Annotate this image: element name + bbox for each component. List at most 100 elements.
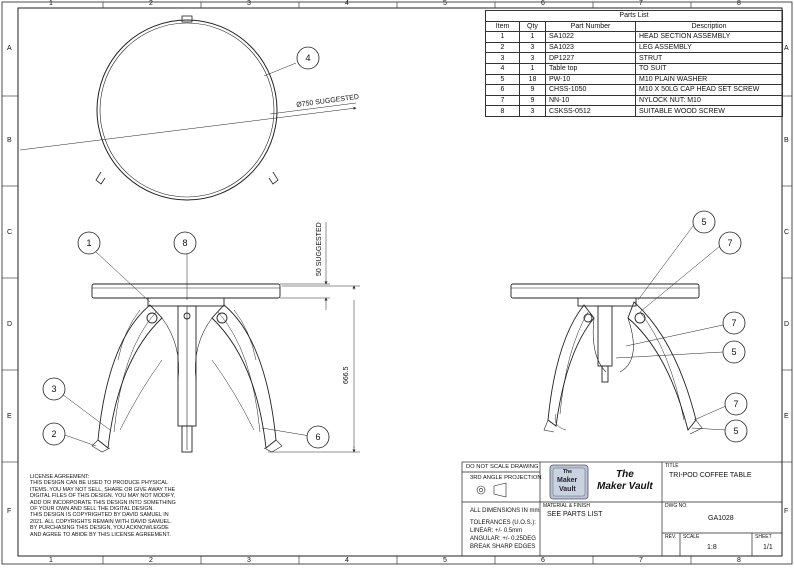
- dwg-no-label: DWG NO.: [665, 503, 688, 509]
- col-label-7: 7: [639, 0, 643, 7]
- col-label-3: 3: [247, 0, 251, 7]
- header-item: Item: [485, 20, 520, 33]
- plan-view: [19, 15, 357, 201]
- cell-desc: NYLOCK NUT: M10: [635, 94, 783, 107]
- row-label-e: E: [7, 413, 12, 420]
- top-thickness-dimension: 50 SUGGESTED: [316, 222, 323, 276]
- cell-desc: HEAD SECTION ASSEMBLY: [635, 31, 783, 43]
- material-label: MATERIAL & FINISH: [543, 503, 590, 509]
- title-label: TITLE: [665, 463, 679, 469]
- license-line: BY PURCHASING THIS DESIGN, YOU ACKNOWLEG…: [30, 525, 169, 532]
- col-label-8: 8: [737, 0, 741, 7]
- col-label-5-bottom: 5: [443, 557, 447, 564]
- balloon-side-5c: 5: [733, 426, 739, 436]
- cell-desc: M10 X 50LG CAP HEAD SET SCREW: [635, 84, 783, 96]
- linear-tolerance: LINEAR: +/- 0.5mm: [470, 528, 523, 534]
- cell-item: 8: [485, 105, 520, 117]
- cell-qty: 1: [519, 31, 546, 43]
- header-part-number: Part Number: [545, 20, 636, 33]
- balloon-front-2: 2: [51, 429, 57, 439]
- cell-qty: 1: [519, 62, 546, 75]
- cell-part: Table top: [545, 62, 636, 75]
- balloon-front-3: 3: [51, 384, 57, 394]
- balloon-front-1: 1: [86, 238, 92, 248]
- cell-qty: 3: [519, 52, 546, 64]
- cell-qty: 18: [519, 73, 546, 86]
- parts-list-header-row: Item Qty Part Number Description: [485, 20, 783, 33]
- cell-part: CSKSS-0512: [545, 105, 636, 117]
- license-line: OF YOUR OWN AND SELL THE DIGITAL DESIGN.: [30, 506, 154, 513]
- angular-tolerance: ANGULAR: +/- 0.25DEG: [470, 536, 536, 542]
- cell-item: 2: [485, 41, 520, 54]
- sheet-label: SHEET: [755, 534, 772, 540]
- header-qty: Qty: [519, 20, 546, 33]
- col-label-4: 4: [345, 0, 349, 7]
- sheet-value: 1/1: [763, 544, 773, 551]
- row-label-f-right: F: [784, 508, 789, 515]
- projection-symbol-icon: [476, 482, 507, 498]
- cell-qty: 9: [519, 94, 546, 107]
- col-label-3-bottom: 3: [247, 557, 251, 564]
- row-label-a-right: A: [784, 45, 789, 52]
- license-agreement: LICENSE AGREEMENT: THIS DESIGN CAN BE US…: [30, 474, 230, 538]
- cell-desc: TO SUIT: [635, 62, 783, 75]
- company-name-maker-vault: Maker Vault: [597, 481, 653, 492]
- parts-list-table: Parts List Item Qty Part Number Descript…: [485, 10, 783, 117]
- logo-text-the: The: [563, 469, 572, 475]
- balloon-side-5a: 5: [701, 217, 707, 227]
- license-line: ADD OR INCORPORATE THIS DESIGN INTO SOME…: [30, 499, 176, 506]
- break-edges-note: BREAK SHARP EDGES: [470, 544, 536, 550]
- scale-value: 1:8: [707, 544, 717, 551]
- balloon-side-7b: 7: [731, 318, 737, 328]
- col-label-1: 1: [49, 0, 53, 7]
- cell-item: 4: [485, 62, 520, 75]
- row-label-c: C: [7, 229, 13, 236]
- cell-item: 3: [485, 52, 520, 64]
- license-line: 2021. ALL COPYRIGHTS REMAIN WITH DAVID S…: [30, 518, 172, 525]
- row-label-c-right: C: [784, 229, 790, 236]
- logo-text-vault: Vault: [559, 486, 576, 493]
- license-line: AND AGREE TO ABIDE BY THIS LICENSE AGREE…: [30, 531, 171, 538]
- col-label-8-bottom: 8: [737, 557, 741, 564]
- balloon-leaders: [61, 225, 727, 447]
- all-dimensions-note: ALL DIMENSIONS IN mm: [470, 508, 540, 514]
- col-label-2: 2: [149, 0, 153, 7]
- col-label-1-bottom: 1: [49, 557, 53, 564]
- col-label-7-bottom: 7: [639, 557, 643, 564]
- rev-label: REV.: [665, 534, 677, 540]
- cell-qty: 3: [519, 105, 546, 117]
- cell-desc: STRUT: [635, 52, 783, 64]
- front-dimensions: [268, 222, 360, 453]
- material-value: SEE PARTS LIST: [547, 511, 603, 518]
- cell-part: NN-10: [545, 94, 636, 107]
- license-line: ITEMS. YOU MAY NOT SELL, SHARE OR GIVE A…: [30, 486, 176, 493]
- balloon-front-8: 8: [182, 238, 188, 248]
- logo-text-maker: Maker: [557, 477, 578, 484]
- dwg-no-value: GA1028: [708, 515, 734, 522]
- license-line: THIS DESIGN IS COPYRIGHTED BY DAVID SAMU…: [30, 512, 169, 519]
- cell-item: 5: [485, 73, 520, 86]
- scale-label: SCALE: [683, 534, 700, 540]
- cell-desc: SUITABLE WOOD SCREW: [635, 105, 783, 117]
- cell-item: 7: [485, 94, 520, 107]
- front-view: [91, 283, 283, 453]
- parts-list-title: Parts List: [485, 10, 783, 22]
- row-label-f: F: [7, 508, 12, 515]
- balloon-plan-4: 4: [305, 53, 311, 63]
- balloon-front-6: 6: [315, 432, 321, 442]
- balloon-side-5b: 5: [731, 347, 737, 357]
- cell-qty: 9: [519, 84, 546, 96]
- company-name-the: The: [616, 469, 634, 480]
- tolerances-label: TOLERANCES (U.O.S.):: [470, 520, 536, 526]
- cell-part: PW-10: [545, 73, 636, 86]
- row-label-d-right: D: [784, 321, 790, 328]
- col-label-5: 5: [443, 0, 447, 7]
- title-block-grid: [461, 461, 783, 557]
